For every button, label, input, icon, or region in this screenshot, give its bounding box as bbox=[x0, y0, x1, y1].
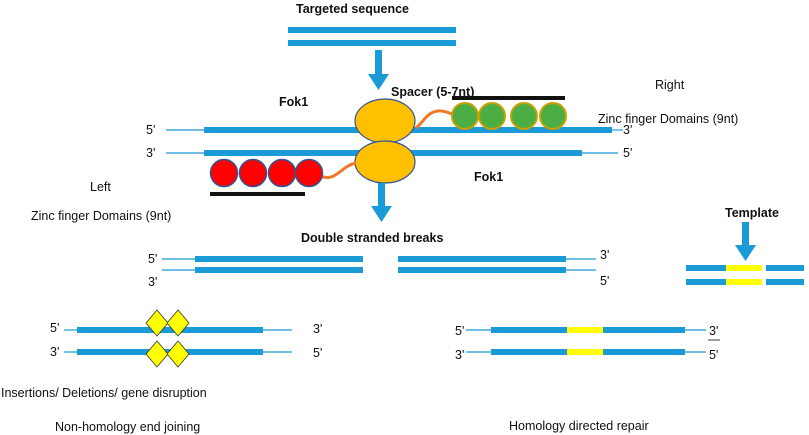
end-label: 3' bbox=[146, 146, 156, 160]
zinc-finger bbox=[539, 102, 567, 130]
zinc-finger bbox=[478, 102, 506, 130]
hdr-label: Homology directed repair bbox=[509, 419, 649, 433]
dna-strand bbox=[195, 267, 363, 273]
template-insert bbox=[726, 279, 762, 285]
nhej-indel-diamonds bbox=[145, 309, 190, 368]
hdr-dna bbox=[466, 327, 706, 355]
template-label: Template bbox=[725, 206, 779, 220]
nhej-label: Non-homology end joining bbox=[55, 420, 201, 434]
dna-strand bbox=[398, 256, 566, 262]
fok1-bottom-label: Fok1 bbox=[474, 170, 504, 184]
end-label: 5' bbox=[709, 348, 719, 362]
hdr-insert bbox=[567, 327, 603, 333]
left-domains-label: Zinc finger Domains (9nt) bbox=[31, 209, 172, 223]
insertions-label: Insertions/ Deletions/ gene disruption bbox=[1, 386, 207, 400]
indel-diamond bbox=[145, 309, 169, 337]
end-label: 3' bbox=[313, 322, 323, 336]
end-label: 5' bbox=[455, 324, 465, 338]
indel-diamond bbox=[145, 340, 169, 368]
end-label: 5' bbox=[50, 321, 60, 335]
left-linker bbox=[317, 161, 357, 179]
down-arrow-1 bbox=[368, 50, 389, 90]
fok1-top-label: Fok1 bbox=[279, 95, 309, 109]
end-label: 5' bbox=[623, 146, 633, 160]
targeted-sequence-label: Targeted sequence bbox=[296, 2, 410, 16]
end-label: 3' bbox=[600, 248, 610, 262]
left-binding-bar bbox=[210, 192, 305, 196]
end-label: 3' bbox=[455, 348, 465, 362]
hdr-insert bbox=[567, 349, 603, 355]
end-label: 5' bbox=[148, 252, 158, 266]
dsb-dna bbox=[162, 256, 596, 273]
right-binding-bar bbox=[452, 96, 565, 100]
end-label: 3' bbox=[623, 123, 633, 137]
end-label: 5' bbox=[313, 346, 323, 360]
right-domains-label: Zinc finger Domains (9nt) bbox=[598, 112, 739, 126]
right-label: Right bbox=[655, 78, 685, 92]
end-label: 5' bbox=[600, 274, 610, 288]
indel-diamond bbox=[166, 340, 190, 368]
dna-strand bbox=[288, 27, 456, 33]
dna-strand bbox=[288, 40, 456, 46]
down-arrow-2 bbox=[371, 183, 392, 222]
indel-diamond bbox=[166, 309, 190, 337]
zinc-finger bbox=[267, 158, 297, 188]
zinc-finger bbox=[209, 158, 239, 188]
spacer-label: Spacer (5-7nt) bbox=[391, 85, 475, 99]
dna-strand bbox=[195, 256, 363, 262]
template-arrow bbox=[735, 222, 756, 261]
zinc-finger bbox=[238, 158, 268, 188]
double-stranded-breaks-label: Double stranded breaks bbox=[301, 231, 444, 245]
end-label: 3' bbox=[709, 324, 719, 338]
dna-strand bbox=[398, 267, 566, 273]
fok1-bottom bbox=[354, 140, 416, 184]
fok1-top bbox=[354, 98, 416, 144]
zinc-finger bbox=[510, 102, 538, 130]
zinc-finger bbox=[294, 158, 324, 188]
targeted-sequence-strands bbox=[288, 27, 456, 46]
template-insert bbox=[726, 265, 762, 271]
left-label: Left bbox=[90, 180, 111, 194]
right-zinc-finger-domains bbox=[415, 102, 567, 130]
template-dna bbox=[686, 265, 804, 285]
end-label: 3' bbox=[148, 275, 158, 289]
zinc-finger bbox=[451, 102, 479, 130]
right-linker bbox=[415, 109, 453, 130]
end-label: 5' bbox=[146, 123, 156, 137]
left-zinc-finger-domains bbox=[209, 158, 357, 188]
dna-strand bbox=[77, 327, 263, 333]
end-label: 3' bbox=[50, 345, 60, 359]
